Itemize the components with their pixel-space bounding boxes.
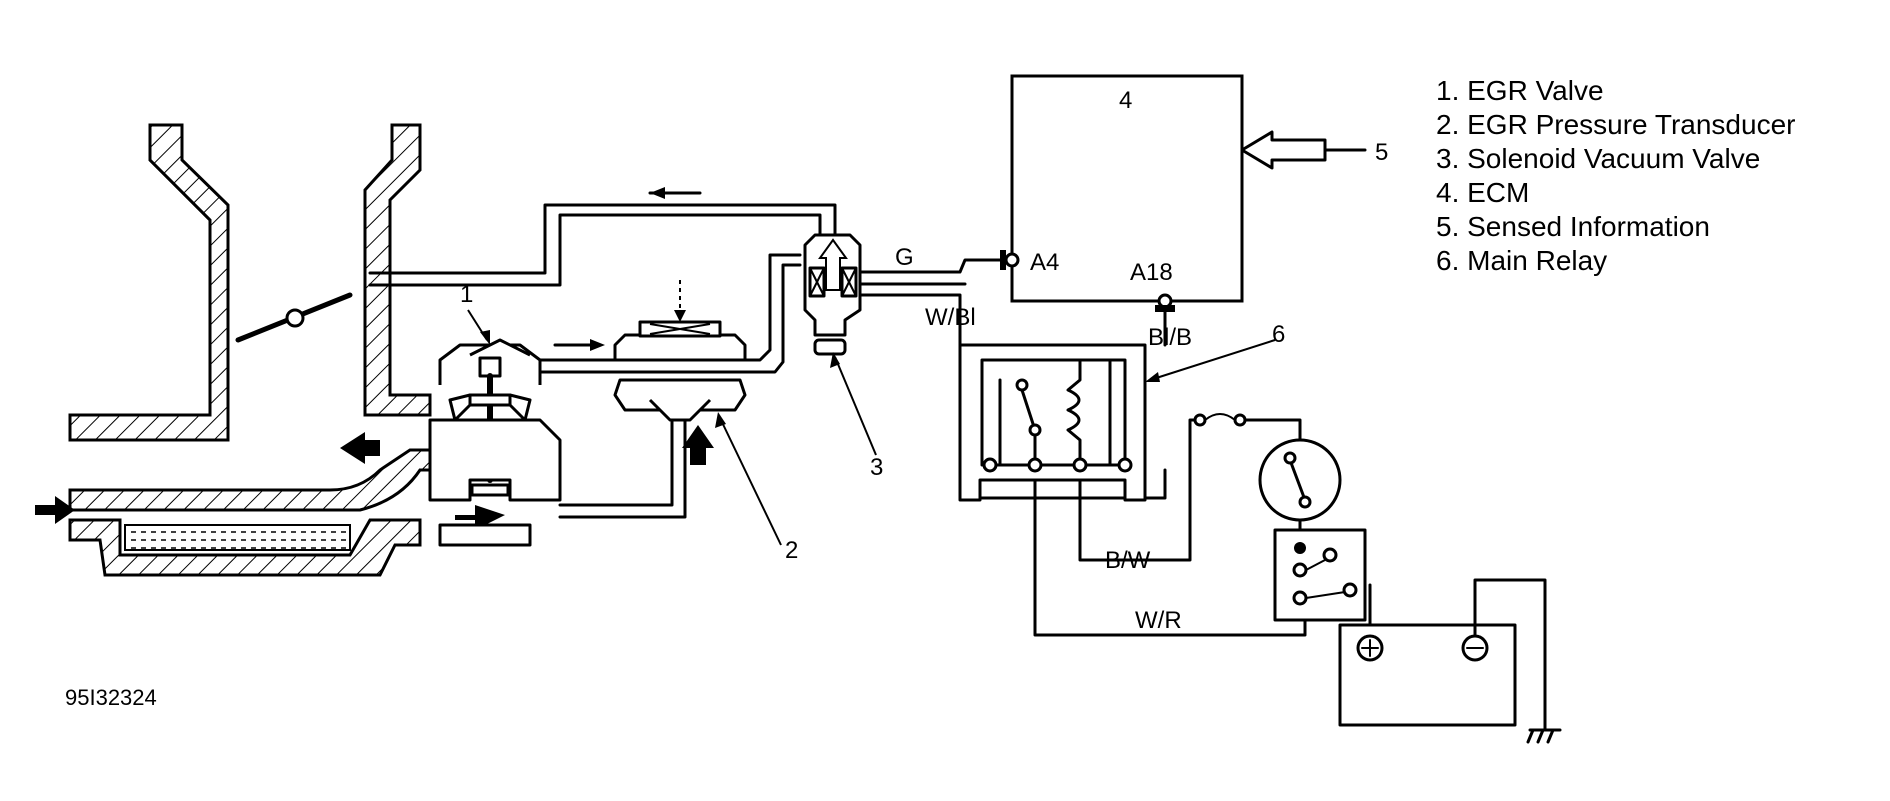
egr-valve-callout: 1 bbox=[460, 281, 473, 308]
wire-label-g: G bbox=[895, 244, 914, 271]
terminal-a18: A18 bbox=[1130, 259, 1173, 286]
ecm: 4 A4 A18 bbox=[1000, 74, 1244, 312]
wire-label-w-bl: W/Bl bbox=[925, 304, 976, 331]
terminal-a4: A4 bbox=[1030, 249, 1059, 276]
exhaust-passage bbox=[68, 448, 482, 577]
ground-symbol bbox=[1526, 728, 1562, 744]
main-relay-callout: 6 bbox=[1272, 321, 1285, 348]
wire-label-w-r: W/R bbox=[1135, 607, 1182, 634]
throttle-plate bbox=[235, 292, 353, 343]
legend: 1. EGR Valve 2. EGR Pressure Transducer … bbox=[1436, 75, 1795, 276]
callout-leaders bbox=[467, 309, 1276, 546]
ignition-switch bbox=[1193, 413, 1342, 522]
intake-manifold bbox=[68, 123, 432, 442]
legend-item-1: 1. EGR Valve bbox=[1436, 75, 1604, 106]
wire-labels: G W/Bl Bl/B B/W W/R bbox=[895, 244, 1192, 634]
wire-label-bl-b: Bl/B bbox=[1148, 324, 1192, 351]
legend-item-2: 2. EGR Pressure Transducer bbox=[1436, 109, 1795, 140]
legend-item-4: 4. ECM bbox=[1436, 177, 1529, 208]
sensed-information-arrow: 5 bbox=[1240, 130, 1388, 170]
legend-item-5: 5. Sensed Information bbox=[1436, 211, 1710, 242]
wire-label-b-w: B/W bbox=[1105, 547, 1151, 574]
pressure-transducer-callout: 2 bbox=[785, 537, 798, 564]
fuse-block bbox=[1273, 528, 1367, 622]
legend-item-3: 3. Solenoid Vacuum Valve bbox=[1436, 143, 1760, 174]
legend-item-6: 6. Main Relay bbox=[1436, 245, 1607, 276]
battery bbox=[1338, 583, 1517, 727]
flow-arrows bbox=[35, 187, 714, 524]
main-relay bbox=[958, 343, 1147, 502]
figure-id: 95I32324 bbox=[65, 685, 157, 710]
egr-valve bbox=[428, 338, 562, 547]
egr-pressure-transducer bbox=[613, 280, 747, 422]
ecm-callout: 4 bbox=[1119, 87, 1132, 114]
solenoid-vacuum-valve-callout: 3 bbox=[870, 454, 883, 481]
solenoid-vacuum-valve bbox=[803, 233, 862, 356]
sensed-information-callout: 5 bbox=[1375, 139, 1388, 166]
